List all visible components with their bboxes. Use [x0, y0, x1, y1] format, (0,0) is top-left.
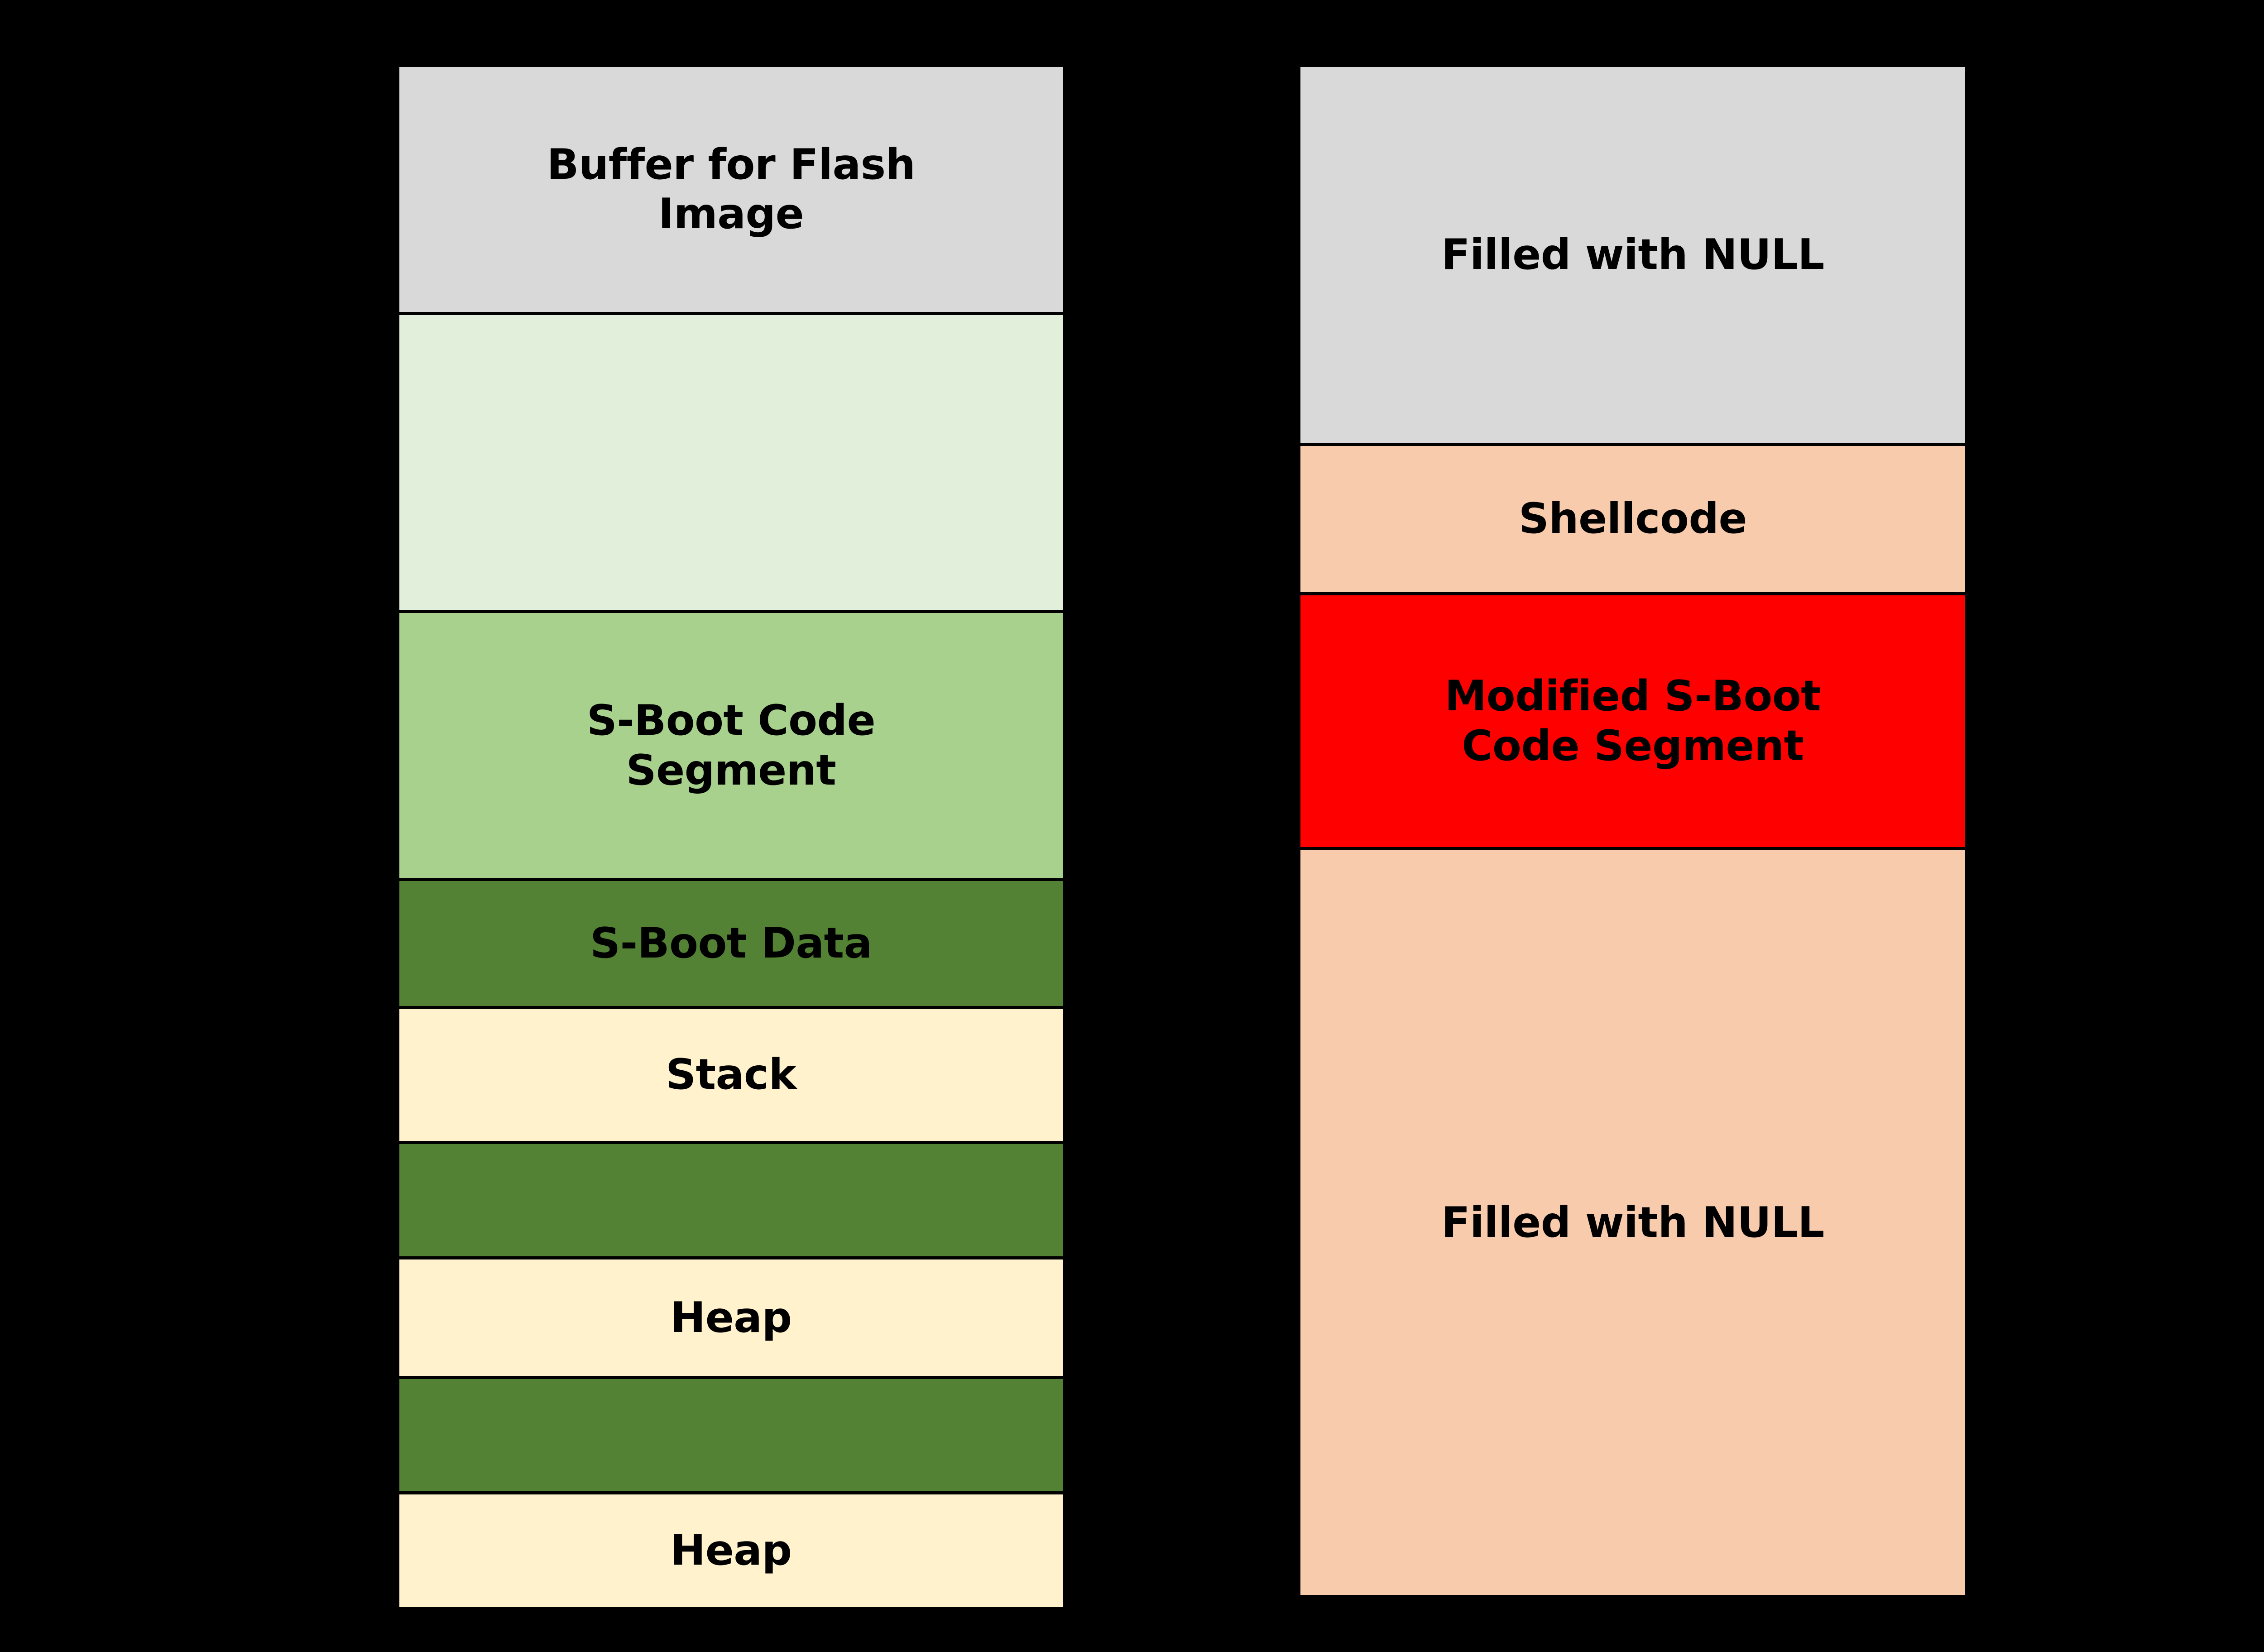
memory-segment: Buffer for Flash Image	[399, 67, 1063, 315]
memory-segment-label: Shellcode	[1518, 494, 1747, 543]
memory-segment-label: Filled with NULL	[1441, 1197, 1824, 1247]
memory-segment-label: Heap	[670, 1293, 792, 1342]
memory-segment: S-Boot Data	[399, 881, 1063, 1009]
memory-segment	[399, 315, 1063, 613]
memory-segment-label: Buffer for Flash Image	[547, 139, 916, 239]
memory-segment	[399, 1379, 1063, 1495]
memory-segment	[399, 1144, 1063, 1259]
memory-segment-label: S-Boot Code Segment	[586, 695, 876, 795]
memory-segment: Heap	[399, 1259, 1063, 1379]
memory-segment: Filled with NULL	[1300, 850, 1965, 1595]
memory-segment: Shellcode	[1300, 445, 1965, 595]
memory-segment: Modified S-Boot Code Segment	[1300, 595, 1965, 851]
memory-segment: S-Boot Code Segment	[399, 613, 1063, 881]
memory-segment: Heap	[399, 1494, 1063, 1607]
memory-segment-label: Heap	[670, 1526, 792, 1575]
memory-segment-label: Stack	[666, 1050, 796, 1099]
memory-segment: Filled with NULL	[1300, 67, 1965, 446]
memory-segment-label: S-Boot Data	[590, 919, 872, 968]
memory-segment-label: Modified S-Boot Code Segment	[1444, 671, 1821, 771]
memory-segment: Stack	[399, 1009, 1063, 1144]
memory-segment-label: Filled with NULL	[1441, 230, 1824, 279]
